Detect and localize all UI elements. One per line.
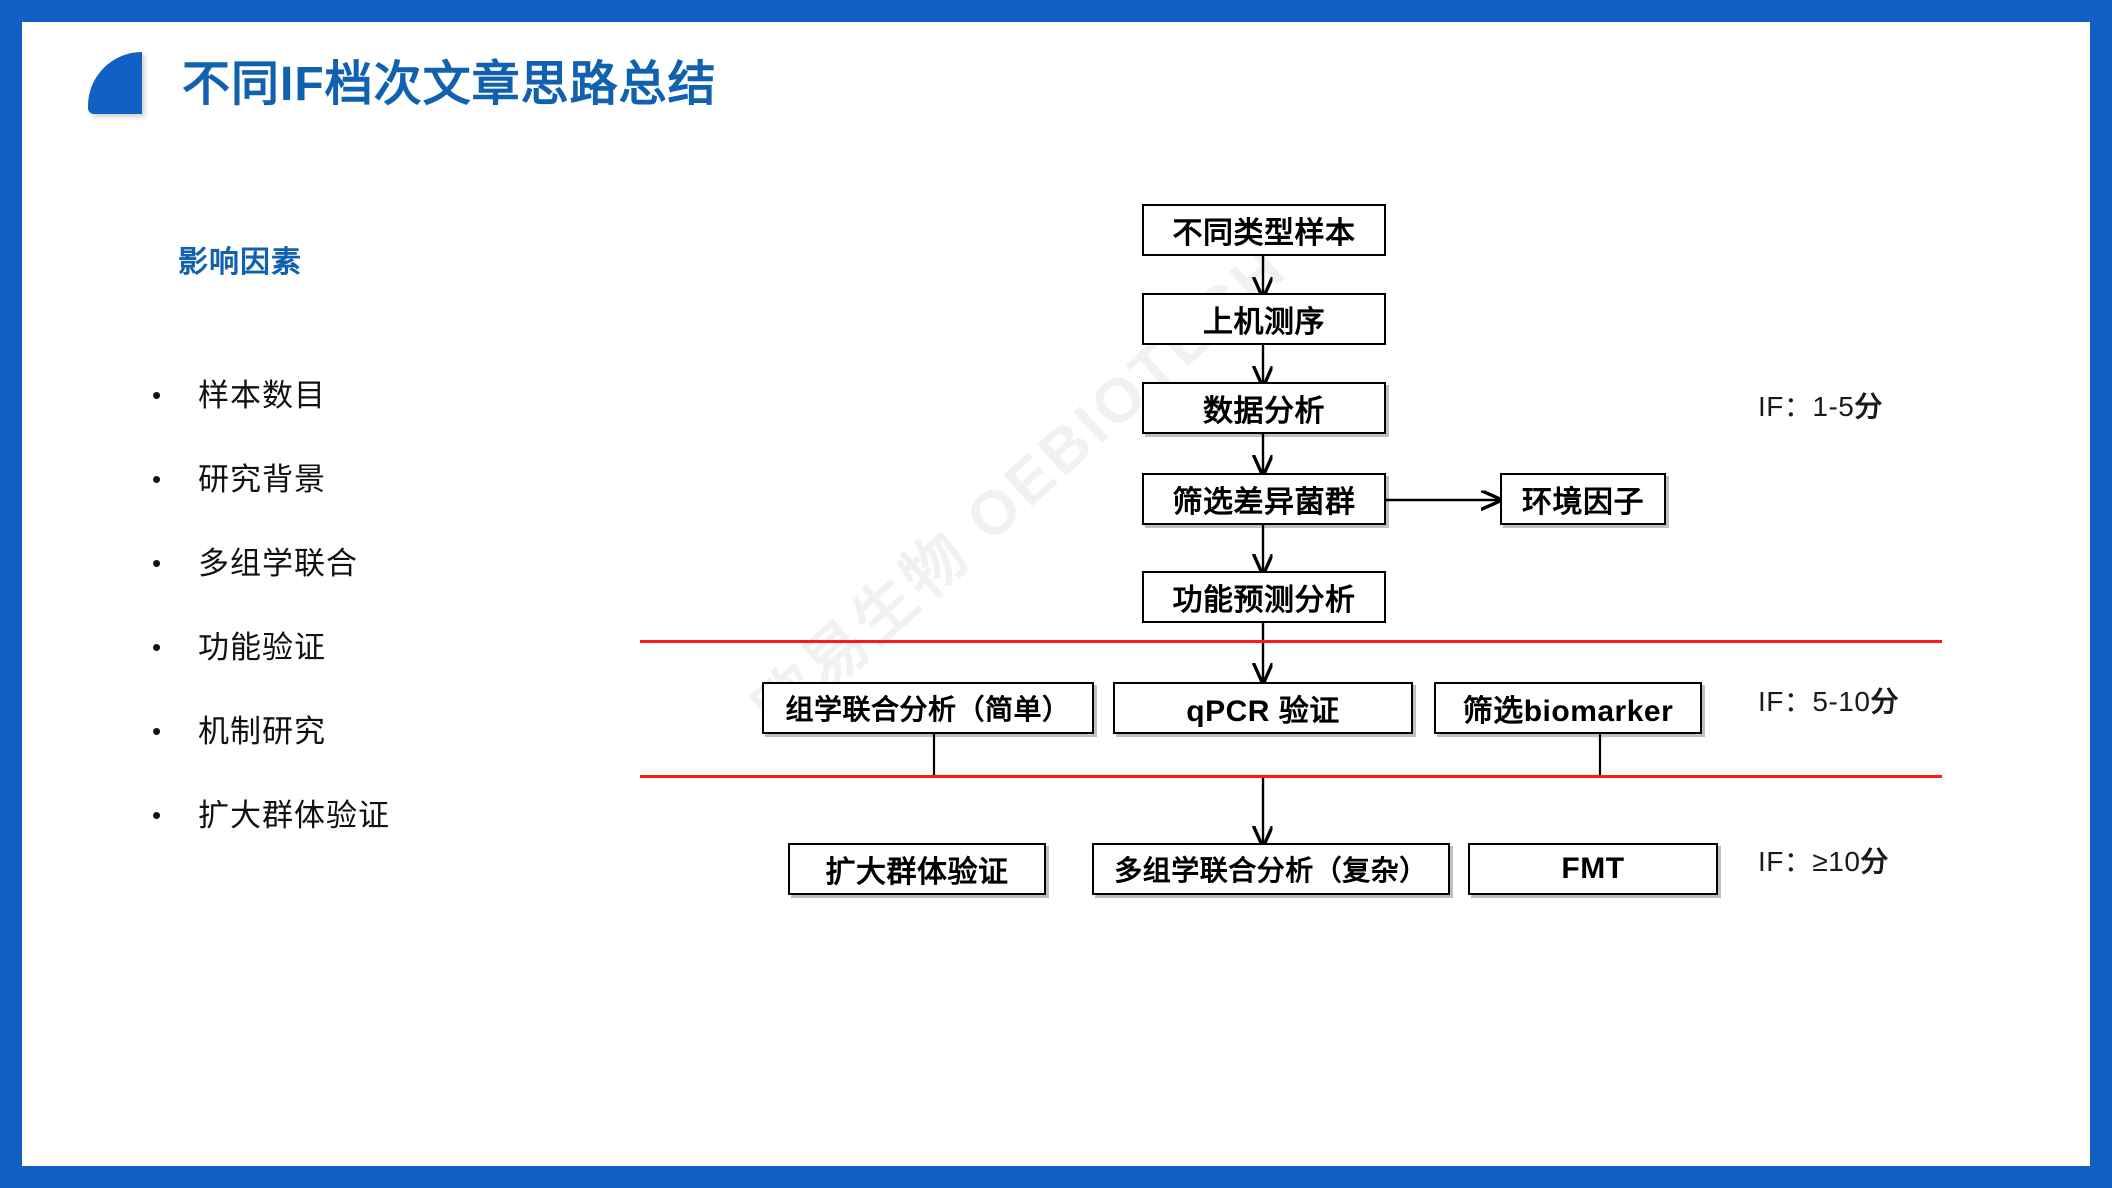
flow-node-omics-complex[interactable]: 多组学联合分析（复杂） [1092,843,1450,895]
if-label-unit: 分 [1854,391,1883,422]
list-item-label: 功能验证 [198,630,326,665]
flow-node-label: 数据分析 [1203,395,1325,428]
list-item: • 多组学联合 [152,546,582,630]
tier-separator-lower [640,775,1942,778]
if-label-unit: 分 [1870,686,1899,717]
tier-separator-upper [640,640,1942,643]
bullet-marker-icon: • [152,548,162,578]
if-tier-label-3: IF：≥10分 [1758,840,1889,880]
bullet-marker-icon: • [152,380,162,410]
flow-node-label: qPCR 验证 [1186,695,1340,728]
flow-node-label: 上机测序 [1203,306,1325,339]
flow-node-label: FMT [1561,852,1625,885]
list-item: • 研究背景 [152,462,582,546]
flow-node-label: 扩大群体验证 [825,856,1009,889]
if-tier-label-2: IF：5-10分 [1758,680,1899,720]
flow-node-label: 不同类型样本 [1172,217,1356,250]
flow-node-label: 筛选biomarker [1462,695,1674,728]
flow-node-label: 多组学联合分析（复杂） [1114,855,1428,886]
if-label-prefix: IF： [1758,846,1813,877]
bullet-marker-icon: • [152,800,162,830]
list-item-label: 机制研究 [198,714,326,749]
list-item-label: 研究背景 [198,462,326,497]
list-item: • 样本数目 [152,378,582,462]
flow-node-data-analysis[interactable]: 数据分析 [1142,382,1386,434]
flow-node-sample[interactable]: 不同类型样本 [1142,204,1386,256]
influencing-factors-list: • 样本数目 • 研究背景 • 多组学联合 • 功能验证 • 机制研究 • 扩大… [152,378,582,882]
if-label-prefix: IF： [1758,686,1813,717]
bullet-marker-icon: • [152,632,162,662]
flow-node-qpcr[interactable]: qPCR 验证 [1113,682,1413,734]
flow-node-function-prediction[interactable]: 功能预测分析 [1142,571,1386,623]
bullet-marker-icon: • [152,716,162,746]
if-label-range: ≥10 [1812,846,1861,877]
flow-node-omics-simple[interactable]: 组学联合分析（简单） [762,682,1094,734]
flow-node-label: 环境因子 [1522,486,1644,519]
if-label-range: 5-10 [1812,686,1871,717]
if-label-range: 1-5 [1812,391,1855,422]
flow-node-sequencing[interactable]: 上机测序 [1142,293,1386,345]
page-title: 不同IF档次文章思路总结 [182,58,717,111]
if-label-unit: 分 [1860,846,1889,877]
flow-node-biomarker[interactable]: 筛选biomarker [1434,682,1702,734]
flow-node-label: 筛选差异菌群 [1172,486,1356,519]
list-item-label: 样本数目 [198,378,326,413]
list-item: • 扩大群体验证 [152,798,582,882]
list-item-label: 多组学联合 [198,546,358,581]
influencing-factors-heading: 影响因素 [178,246,302,279]
list-item-label: 扩大群体验证 [198,798,390,833]
list-item: • 功能验证 [152,630,582,714]
flow-node-cohort-validation[interactable]: 扩大群体验证 [788,843,1046,895]
if-tier-label-1: IF：1-5分 [1758,385,1883,425]
flow-node-label: 组学联合分析（简单） [785,694,1071,725]
flow-node-env-factor[interactable]: 环境因子 [1500,473,1666,525]
flow-node-screen-flora[interactable]: 筛选差异菌群 [1142,473,1386,525]
flow-node-label: 功能预测分析 [1172,584,1356,617]
bullet-marker-icon: • [152,464,162,494]
if-label-prefix: IF： [1758,391,1813,422]
flow-node-fmt[interactable]: FMT [1468,843,1718,895]
list-item: • 机制研究 [152,714,582,798]
